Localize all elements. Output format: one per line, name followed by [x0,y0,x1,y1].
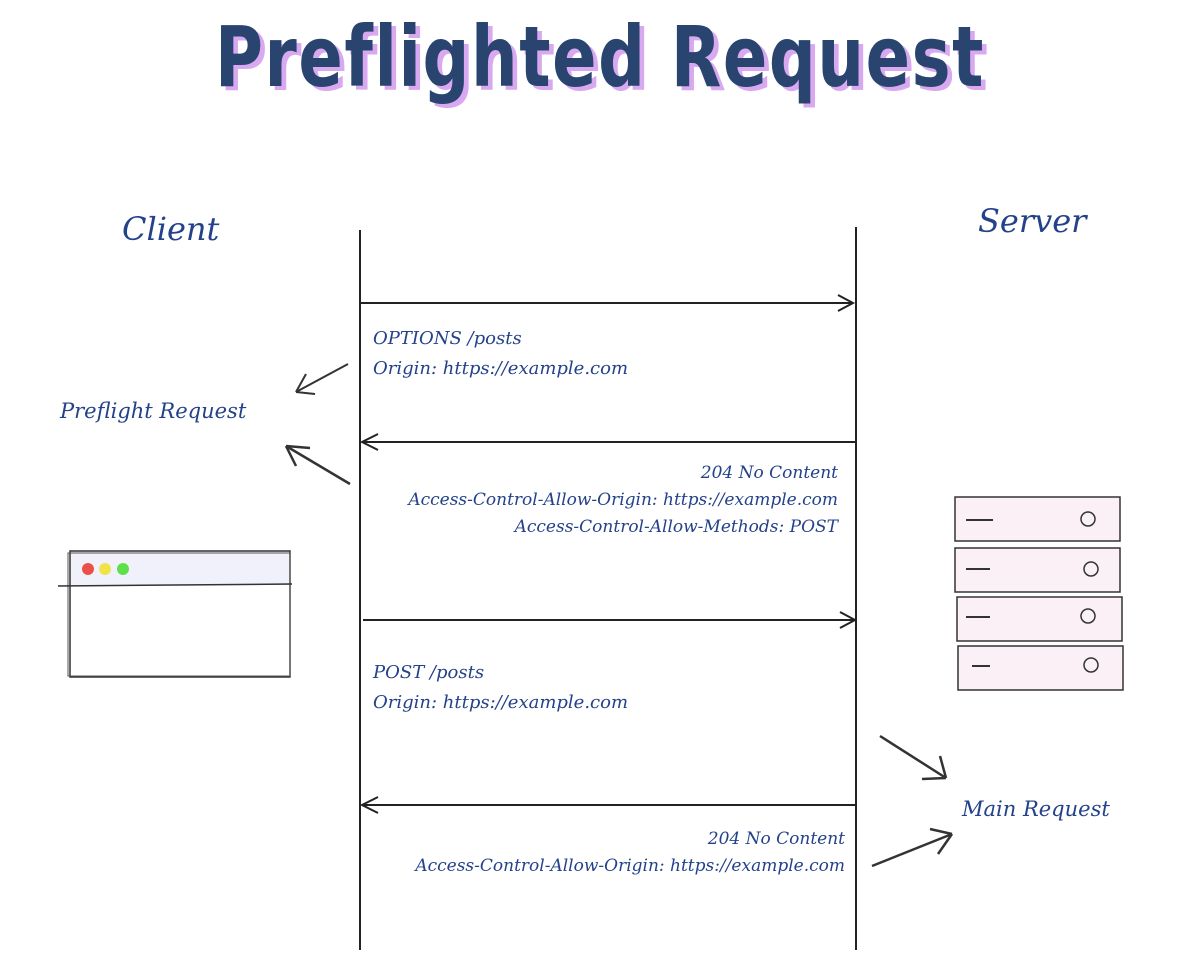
message-line: Origin: https://example.com [373,358,629,379]
message-line: POST /posts [373,662,485,683]
message-line: Origin: https://example.com [373,692,629,713]
pointer-arrow-preflight-top [295,363,349,395]
pointer-arrow-preflight-bottom [284,444,351,486]
arrow-post-response [359,796,855,814]
server-label: Server [978,202,1087,240]
browser-window-icon [57,550,293,678]
message-post-response: 204 No Content Access-Control-Allow-Orig… [360,826,845,880]
message-line: Access-Control-Allow-Methods: POST [514,517,838,537]
message-line: 204 No Content [700,463,838,483]
diagram-title: Preflighted Request [214,8,986,106]
server-unit [954,496,1121,542]
pointer-arrow-main-bottom [871,827,954,868]
server-unit [954,547,1121,593]
message-line: 204 No Content [707,829,845,849]
preflight-request-label: Preflight Request [60,399,247,423]
main-request-label: Main Request [962,797,1110,821]
arrow-options-request [360,294,856,312]
server-unit [957,645,1124,691]
message-post-request: POST /posts Origin: https://example.com [373,658,628,718]
window-dot-yellow [99,563,111,575]
pointer-arrow-main-top [879,734,948,781]
message-options-response: 204 No Content Access-Control-Allow-Orig… [360,460,838,541]
arrow-post-request [363,611,858,629]
server-rack-icon [954,496,1124,691]
message-line: OPTIONS /posts [373,328,522,349]
server-unit [956,596,1123,642]
window-dot-green [117,563,129,575]
message-line: Access-Control-Allow-Origin: https://exa… [415,856,845,876]
window-dot-red [82,563,94,575]
message-line: Access-Control-Allow-Origin: https://exa… [408,490,838,510]
arrow-options-response [359,433,856,451]
message-options-request: OPTIONS /posts Origin: https://example.c… [373,324,628,384]
client-label: Client [122,210,220,248]
